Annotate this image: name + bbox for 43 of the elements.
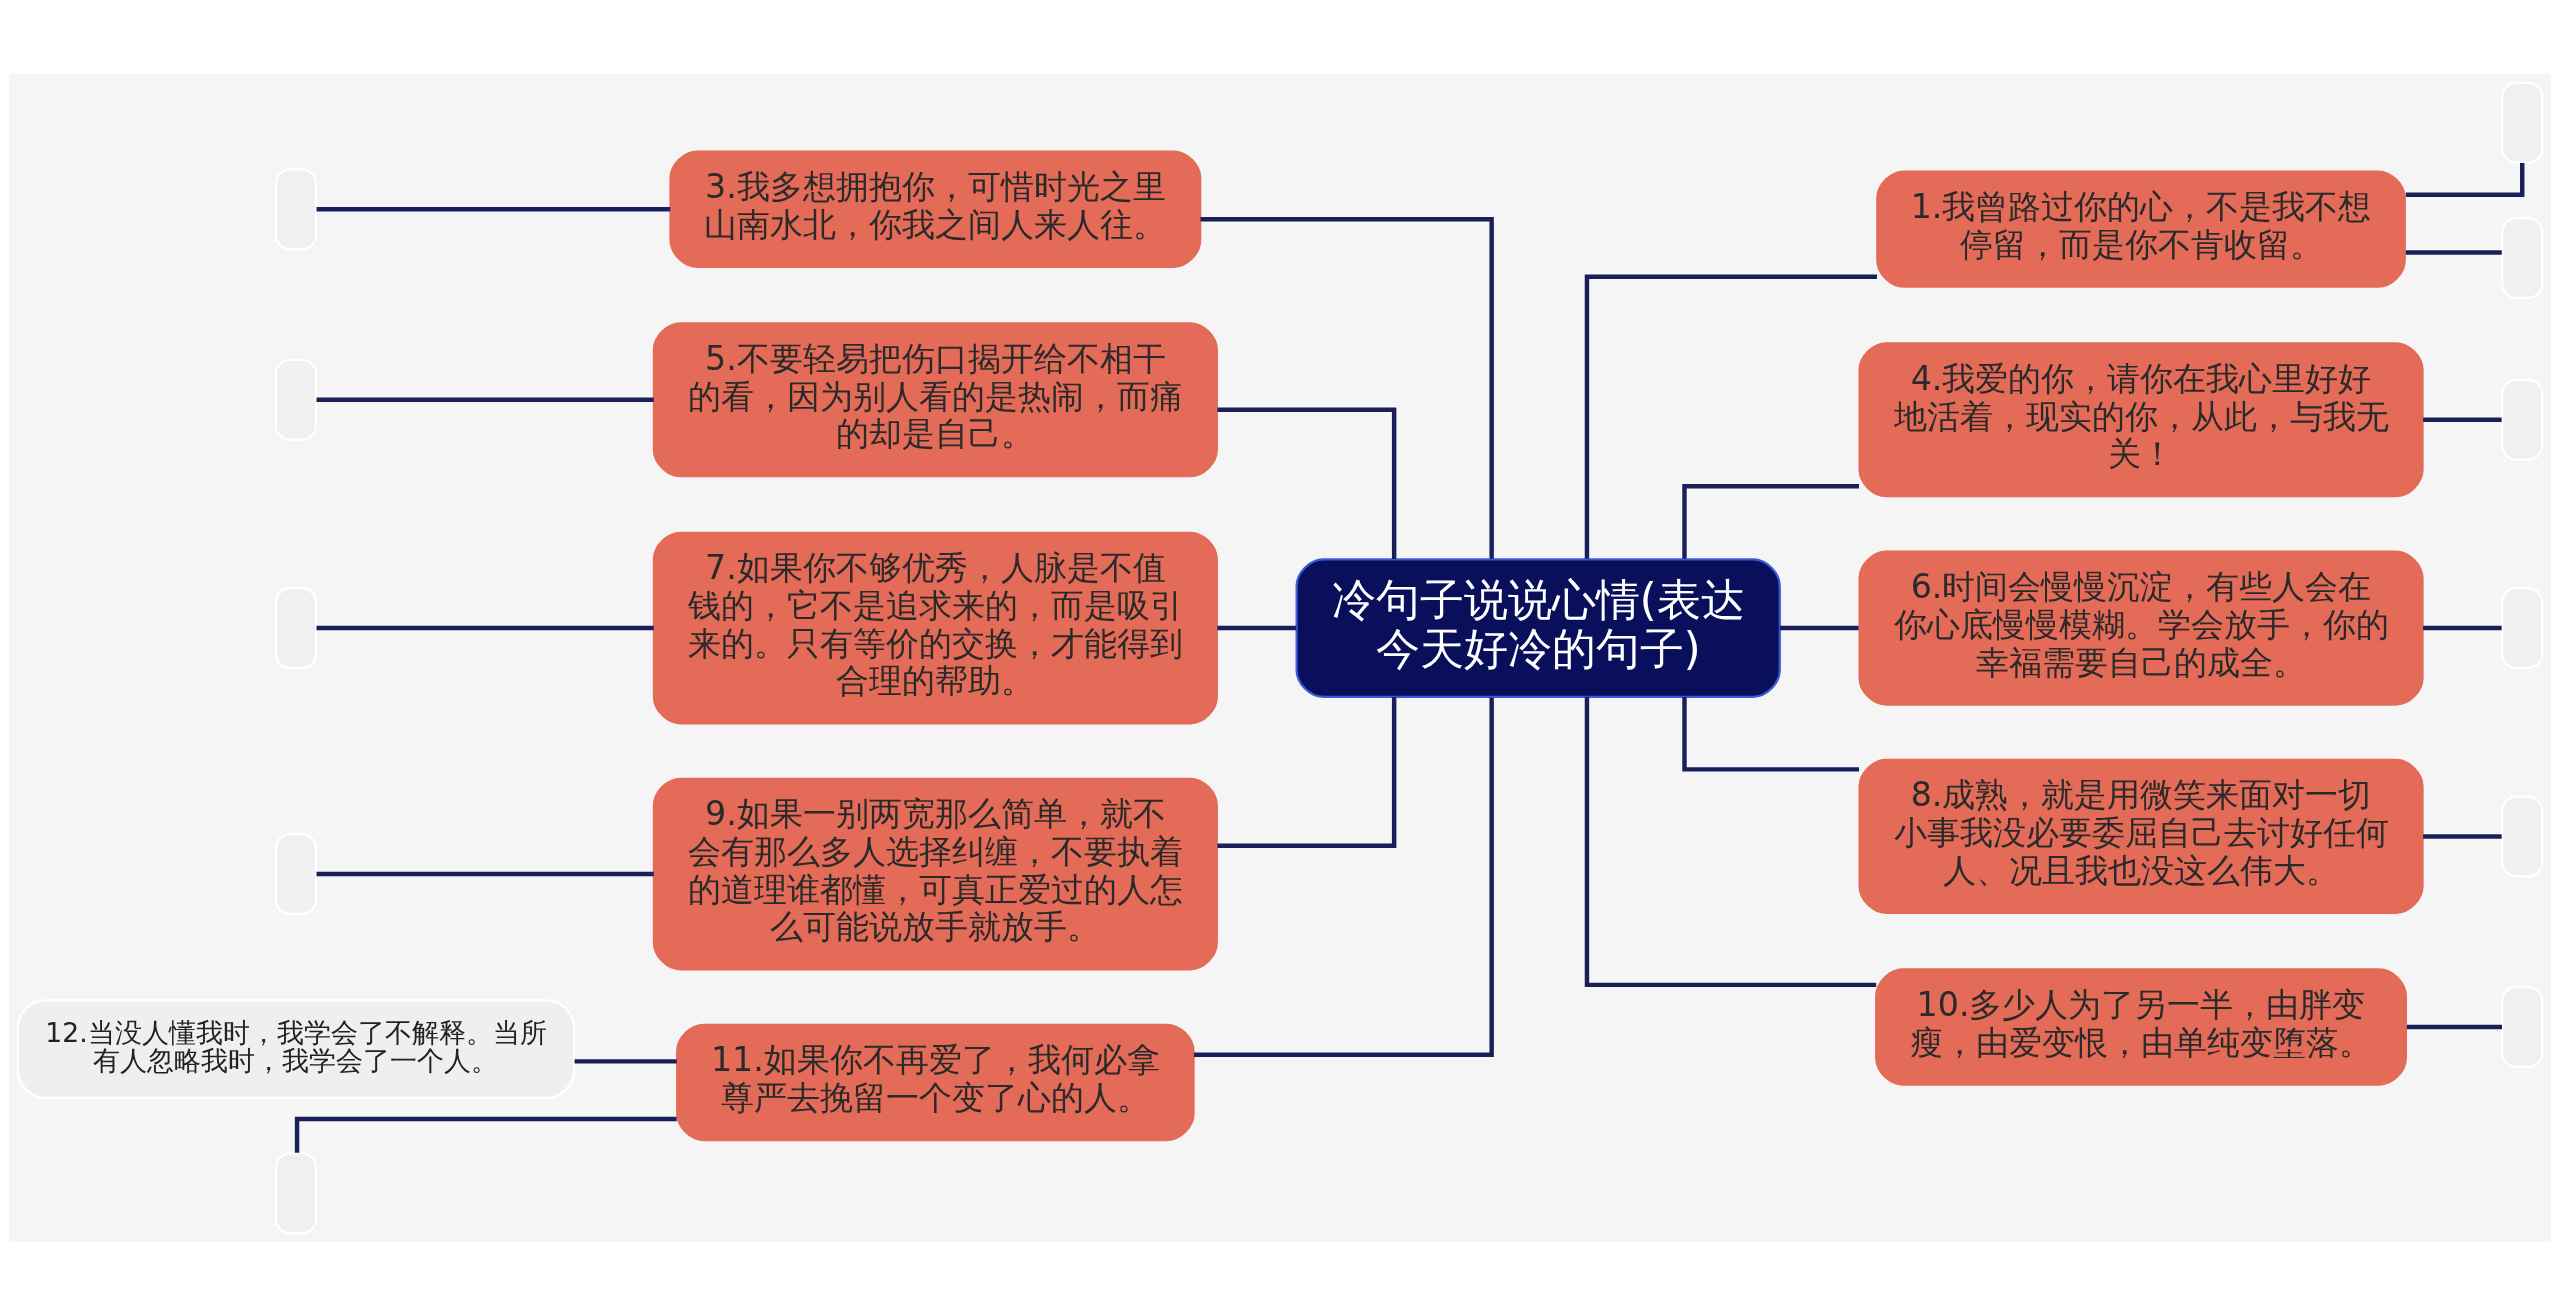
node-box: [2501, 587, 2544, 670]
connector: [1682, 697, 1860, 772]
connector: [1584, 696, 1877, 988]
node-box: 4.我爱的你，请你在我心里好好地活着，现实的你，从此，与我无关！: [1858, 342, 2424, 498]
node-box: [274, 1152, 317, 1235]
connector: [1200, 216, 1494, 559]
node-box: [2501, 81, 2544, 164]
node-box: 冷句子说说心情(表达今天好冷的句子): [1295, 558, 1781, 698]
node-box: 1.我曾路过你的心，不是我不想停留，而是你不肯收留。: [1876, 170, 2406, 288]
connector: [1779, 625, 1859, 631]
connector: [2406, 1024, 2502, 1030]
node-box: [274, 833, 317, 916]
connector: [574, 1059, 677, 1064]
connector: [1584, 274, 1877, 559]
connector: [316, 871, 654, 877]
node-box: [2501, 378, 2544, 461]
connector: [1217, 625, 1297, 631]
node-box: 8.成熟，就是用微笑来面对一切小事我没必要委屈自己去讨好任何人、况且我也没这么伟大。: [1858, 758, 2424, 914]
node-box: [2501, 795, 2544, 878]
node-box: 12.当没人懂我时，我学会了不解释。当所有人忽略我时，我学会了一个人。: [16, 999, 576, 1100]
connector: [316, 397, 654, 402]
node-box: [2501, 216, 2544, 299]
node-box: [274, 587, 317, 670]
connector: [1217, 697, 1397, 849]
node-box: 6.时间会慢慢沉淀，有些人会在你心底慢慢模糊。学会放手，你的幸福需要自己的成全。: [1858, 550, 2424, 706]
connector: [2405, 250, 2502, 255]
node-box: 10.多少人为了另一半，由胖变瘦，由爱变恨，由单纯变堕落。: [1875, 968, 2407, 1086]
connector: [316, 207, 671, 212]
node-box: 11.如果你不再爱了，我何必拿尊严去挽留一个变了心的人。: [676, 1023, 1195, 1142]
connector: [1217, 407, 1397, 559]
node-box: [274, 168, 317, 251]
connector: [2423, 417, 2502, 422]
node-box: 3.我多想拥抱你，可惜时光之里山南水北，你我之间人来人往。: [669, 150, 1202, 268]
connector: [2423, 625, 2502, 631]
connector: [2423, 834, 2502, 839]
connector: [316, 625, 654, 631]
node-box: [2501, 986, 2544, 1068]
connector: [1193, 697, 1494, 1057]
connector: [1682, 484, 1860, 559]
node-box: [274, 358, 317, 441]
node-box: 7.如果你不够优秀，人脉是不值钱的，它不是追求来的，而是吸引来的。只有等价的交换，才能得到合理的帮助。: [652, 531, 1218, 725]
node-box: 9.如果一别两宽那么简单，就不会有那么多人选择纠缠，不要执着的道理谁都懂，可真正爱过的人怎么可能说放手就放手。: [652, 777, 1218, 971]
node-box: 5.不要轻易把伤口揭开给不相干的看，因为别人看的是热闹，而痛的却是自己。: [652, 322, 1218, 478]
